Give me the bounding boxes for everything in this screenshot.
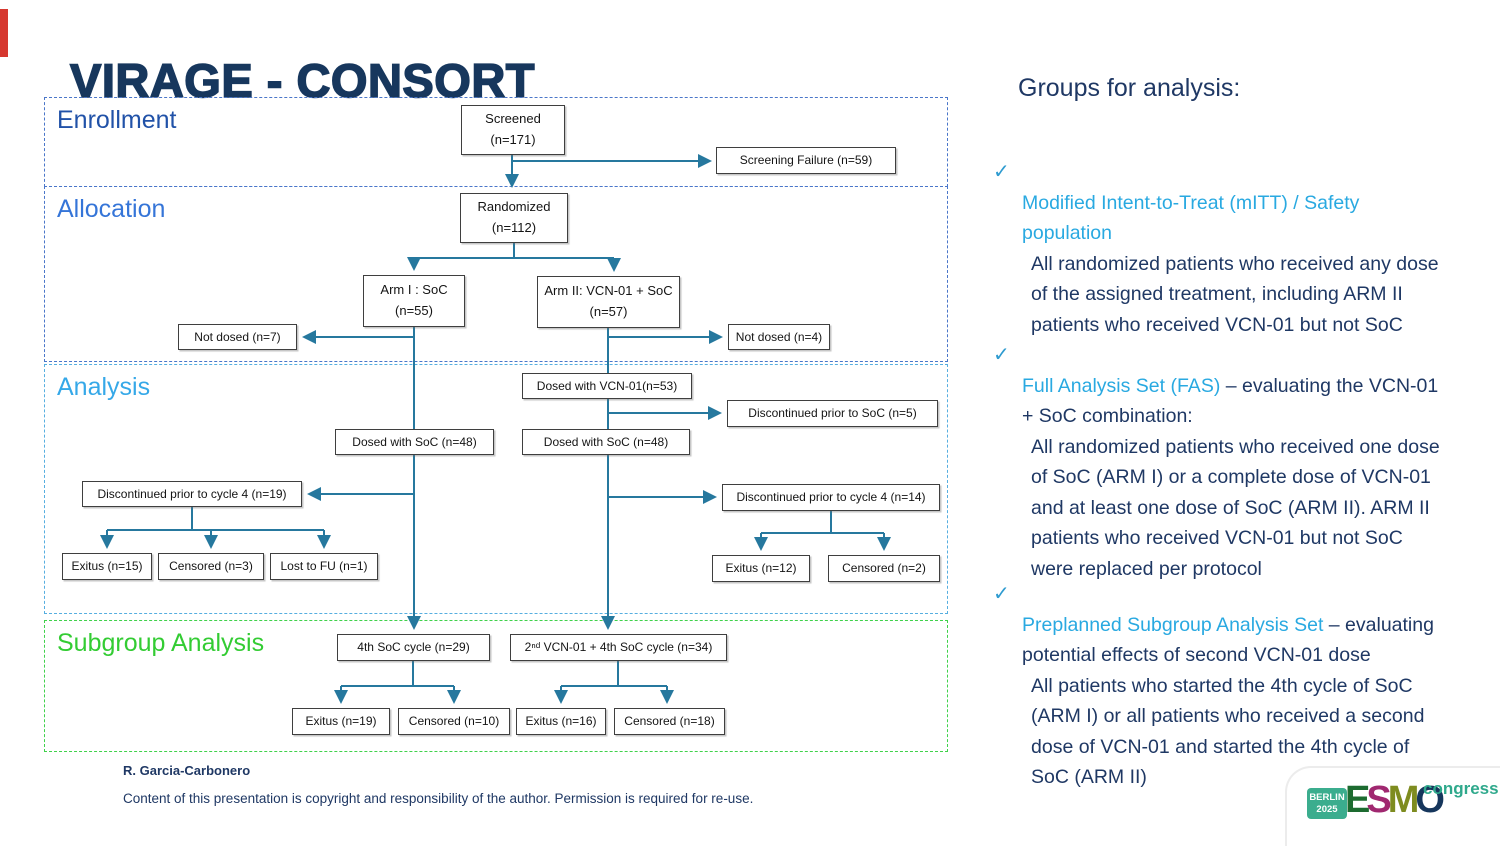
bullet-text: Preplanned Subgroup Analysis Set – evalu…: [1022, 579, 1434, 823]
esmo-berlin-2025-badge: BERLIN 2025: [1307, 788, 1347, 819]
groups-for-analysis-heading: Groups for analysis:: [1018, 74, 1241, 102]
flow-box-exitus-arm2: Exitus (n=12): [712, 555, 810, 582]
section-analysis: Analysis: [44, 364, 948, 614]
checkmark-icon: ✓: [993, 344, 1010, 366]
flow-box-discontinued-prior-soc: Discontinued prior to SoC (n=5): [727, 400, 938, 427]
esmo-congress-label: congress: [1423, 779, 1499, 798]
flow-box-sub-censored-arm2: Censored (n=18): [614, 708, 725, 735]
bullet-rest: – evaluating the VCN-01 + SoC combinatio…: [1022, 374, 1439, 428]
flow-box-randomized: Randomized (n=112): [460, 193, 568, 243]
checkmark-icon: ✓: [993, 583, 1010, 605]
section-subgroup-analysis: Subgroup Analysis: [44, 620, 948, 752]
flow-box-exitus-arm1: Exitus (n=15): [62, 553, 152, 580]
esmo-logo: ESMO: [1345, 779, 1445, 821]
bullet-text: Modified Intent-to-Treat (mITT) / Safety…: [1022, 157, 1439, 371]
author-name: R. Garcia-Carbonero: [123, 763, 251, 778]
bullet-body: All randomized patients who received one…: [1031, 435, 1440, 580]
flow-box-sub-exitus-arm1: Exitus (n=19): [292, 708, 390, 735]
bullet-body: All patients who started the 4th cycle o…: [1031, 674, 1425, 789]
copyright-notice: Content of this presentation is copyrigh…: [123, 791, 754, 806]
bullet-rest: – evaluating potential effects of second…: [1022, 613, 1434, 667]
bullet-body: All randomized patients who received any…: [1031, 252, 1439, 336]
page-title: VIRAGE - CONSORT: [69, 54, 535, 109]
flow-box-4th-soc-cycle: 4th SoC cycle (n=29): [337, 634, 490, 661]
bullet-highlight: Modified Intent-to-Treat (mITT) / Safety…: [1022, 191, 1360, 245]
bullet-highlight: Full Analysis Set (FAS): [1022, 374, 1221, 397]
flow-box-not-dosed-arm1: Not dosed (n=7): [178, 324, 297, 350]
bullet-text: Full Analysis Set (FAS) – evaluating the…: [1022, 340, 1440, 615]
flow-box-discontinued-cycle4-arm2: Discontinued prior to cycle 4 (n=14): [722, 484, 940, 511]
flow-box-arm2-vcn01-soc: Arm II: VCN-01 + SoC (n=57): [537, 276, 680, 328]
flow-box-discontinued-cycle4-arm1: Discontinued prior to cycle 4 (n=19): [82, 481, 302, 507]
section-label-allocation: Allocation: [57, 195, 166, 223]
flow-box-screened: Screened (n=171): [461, 105, 565, 155]
flow-box-dosed-soc-arm2: Dosed with SoC (n=48): [522, 429, 690, 455]
flow-box-2nd-vcn01-4th-soc-cycle: 2ⁿᵈ VCN-01 + 4th SoC cycle (n=34): [510, 634, 727, 661]
flow-box-censored-arm1: Censored (n=3): [158, 553, 264, 580]
flow-box-arm1-soc: Arm I : SoC (n=55): [363, 275, 465, 327]
flow-box-censored-arm2: Censored (n=2): [828, 555, 940, 582]
bullet-full-analysis-set: ✓ Full Analysis Set (FAS) – evaluating t…: [993, 340, 1471, 615]
section-label-enrollment: Enrollment: [57, 106, 177, 134]
flow-box-sub-censored-arm1: Censored (n=10): [398, 708, 510, 735]
flow-box-dosed-soc-arm1: Dosed with SoC (n=48): [335, 429, 494, 455]
section-label-analysis: Analysis: [57, 373, 151, 401]
flow-box-screening-failure: Screening Failure (n=59): [716, 147, 896, 174]
esmo-letter-o: O: [1415, 779, 1444, 821]
bullet-preplanned-subgroup: ✓ Preplanned Subgroup Analysis Set – eva…: [993, 579, 1471, 823]
flow-box-lost-to-fu-arm1: Lost to FU (n=1): [270, 553, 378, 580]
section-label-subgroup-analysis: Subgroup Analysis: [57, 629, 265, 657]
bullet-highlight: Preplanned Subgroup Analysis Set: [1022, 613, 1324, 636]
esmo-letter-e: E: [1345, 779, 1370, 821]
bullet-mitt-safety: ✓ Modified Intent-to-Treat (mITT) / Safe…: [993, 157, 1471, 371]
checkmark-icon: ✓: [993, 161, 1010, 183]
flow-arrows: [100, 154, 891, 704]
flow-box-dosed-vcn01: Dosed with VCN-01(n=53): [522, 373, 692, 399]
esmo-letter-s: S: [1366, 779, 1391, 821]
section-allocation: Allocation: [44, 186, 948, 362]
flow-box-sub-exitus-arm2: Exitus (n=16): [516, 708, 606, 735]
esmo-letter-m: M: [1387, 779, 1420, 821]
flow-box-not-dosed-arm2: Not dosed (n=4): [728, 324, 830, 350]
red-accent-bar: [0, 9, 8, 57]
